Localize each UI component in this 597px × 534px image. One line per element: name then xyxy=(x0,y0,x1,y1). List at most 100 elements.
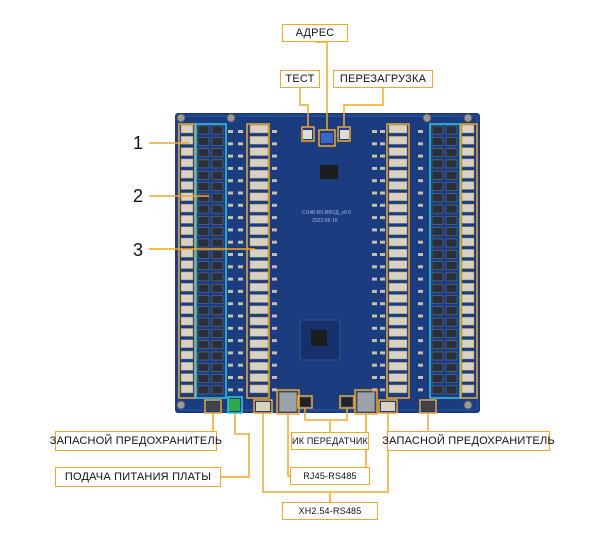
relay-chip xyxy=(197,261,210,270)
smd-part xyxy=(228,277,233,281)
relay-chip xyxy=(197,125,210,135)
connector-pin xyxy=(249,237,269,247)
smd-part xyxy=(238,302,243,306)
connector-pin xyxy=(461,249,475,258)
smd-part xyxy=(372,302,377,306)
connector-pin xyxy=(388,124,408,134)
connector-pin xyxy=(180,158,194,168)
connector-pin xyxy=(388,181,408,190)
relay-chip xyxy=(445,374,458,383)
leader-line xyxy=(343,88,384,127)
smd-part xyxy=(380,166,385,170)
mounting-hole xyxy=(463,113,473,123)
relay-chip xyxy=(445,170,458,180)
relay-chip xyxy=(431,216,444,225)
smd-part xyxy=(228,326,233,330)
connector-pin xyxy=(180,237,194,247)
relay-chip xyxy=(445,159,458,169)
smd-part xyxy=(272,314,277,318)
smd-part xyxy=(238,130,243,133)
relay-chip xyxy=(211,238,224,248)
relay-chip xyxy=(211,193,224,203)
smd-part xyxy=(228,191,233,195)
cpu-chip xyxy=(320,165,338,179)
smd-part xyxy=(372,142,377,146)
smd-part xyxy=(372,265,377,269)
relay-chip xyxy=(431,238,444,248)
smd-part xyxy=(272,351,277,355)
connector-pin xyxy=(180,282,194,292)
connector-pin xyxy=(180,294,194,303)
smd-part xyxy=(238,339,243,343)
relay-chip xyxy=(431,125,444,135)
smd-part xyxy=(418,351,423,355)
smd-part xyxy=(228,363,233,367)
group-3-frame-right xyxy=(386,123,410,399)
relay-chip xyxy=(197,216,210,225)
smd-part xyxy=(238,142,243,146)
smd-part xyxy=(418,203,423,207)
connector-pin xyxy=(180,169,194,179)
connector-pin xyxy=(388,169,408,179)
connector-pin xyxy=(388,373,408,382)
smd-part xyxy=(228,302,233,306)
smd-part xyxy=(418,240,423,244)
connector-pin xyxy=(249,294,269,303)
smd-part xyxy=(372,203,377,207)
connector-pin xyxy=(180,350,194,360)
connector-pin xyxy=(180,328,194,337)
smd-part xyxy=(380,314,385,318)
relay-chip xyxy=(431,363,444,372)
smd-part xyxy=(418,376,423,379)
smd-part xyxy=(272,228,277,232)
connector-pin xyxy=(461,136,475,145)
smd-part xyxy=(228,203,233,207)
smd-part xyxy=(272,166,277,170)
connector-pin xyxy=(388,147,408,156)
smd-part xyxy=(380,216,385,220)
relay-chip xyxy=(431,182,444,191)
group-1-frame-right xyxy=(460,123,478,399)
connector-pin xyxy=(249,260,269,269)
smd-part xyxy=(272,289,277,293)
smd-part xyxy=(380,154,385,158)
relay-chip xyxy=(197,306,210,316)
smd-part xyxy=(372,289,377,293)
connector-pin xyxy=(461,147,475,156)
leader-line xyxy=(262,413,389,493)
connector-pin xyxy=(249,384,269,394)
connector-pin xyxy=(180,136,194,145)
smd-part xyxy=(380,203,385,207)
group-2-frame-right xyxy=(429,123,461,399)
smd-part xyxy=(228,240,233,244)
relay-chip xyxy=(445,272,458,282)
ir-port-right xyxy=(342,398,352,406)
main-ic xyxy=(311,330,327,346)
connector-pin xyxy=(180,203,194,213)
relay-chip xyxy=(197,148,210,157)
smd-part xyxy=(380,351,385,355)
smd-part xyxy=(272,130,277,133)
smd-part xyxy=(380,265,385,269)
smd-part xyxy=(272,191,277,195)
connector-pin xyxy=(388,328,408,337)
connector-pin xyxy=(180,215,194,224)
connector-pin xyxy=(249,305,269,315)
connector-pin xyxy=(461,124,475,134)
smd-part xyxy=(228,339,233,343)
connector-pin xyxy=(249,226,269,235)
connector-pin xyxy=(388,203,408,213)
relay-chip xyxy=(211,216,224,225)
connector-pin xyxy=(388,226,408,235)
relay-chip xyxy=(431,295,444,304)
smd-part xyxy=(380,191,385,195)
relay-chip xyxy=(211,283,224,293)
relay-chip xyxy=(431,204,444,214)
relay-chip xyxy=(211,182,224,191)
connector-pin xyxy=(388,136,408,145)
relay-chip xyxy=(197,385,210,395)
smd-part xyxy=(380,339,385,343)
connector-pin xyxy=(249,158,269,168)
test-button xyxy=(303,130,312,139)
connector-pin xyxy=(180,226,194,235)
